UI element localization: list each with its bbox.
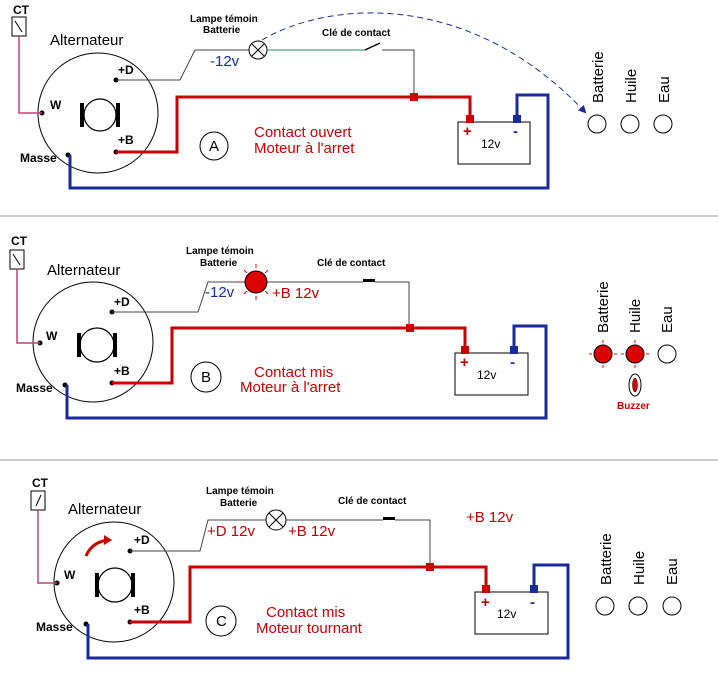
lamp-label-1: Lampe témoin [206, 486, 274, 497]
b-terminal-label: +B [114, 364, 130, 378]
badge-circle [190, 361, 222, 393]
lamp-label-1: Lampe témoin [186, 246, 254, 257]
status-line-2: Moteur à l'arret [254, 140, 355, 157]
svg-text:-: - [530, 594, 535, 611]
right-voltage: +B 12v [272, 285, 320, 302]
alternator-label: Alternateur [50, 32, 123, 49]
indicator-huile [620, 114, 640, 134]
alternator-label: Alternateur [68, 501, 141, 518]
status-line-1: Contact ouvert [254, 124, 352, 141]
ct-label: CT [11, 234, 28, 248]
indicator-label-eau: Eau [656, 76, 673, 103]
b-terminal-label: +B [134, 603, 150, 617]
key-switch-icon [383, 517, 395, 520]
right-voltage: +B 12v [288, 523, 336, 540]
left-voltage: -12v [210, 53, 240, 70]
indicator-batterie [589, 340, 617, 368]
indicator-label-eau: Eau [664, 558, 681, 585]
badge-letter: B [201, 369, 211, 386]
battery-label: 12v [481, 137, 500, 151]
badge-circle [199, 131, 229, 161]
key-label: Clé de contact [322, 28, 391, 39]
masse-label: Masse [20, 151, 57, 165]
lamp-label-2: Batterie [203, 25, 241, 36]
alternator-rotor [79, 327, 115, 363]
d-terminal-label: +D [134, 533, 150, 547]
ct-label: CT [13, 3, 30, 17]
battery [474, 591, 549, 635]
alternator-rotor [83, 98, 117, 132]
lamp-label-1: Lampe témoin [190, 14, 258, 25]
indicator-eau [662, 596, 682, 616]
indicator-label-batterie: Batterie [590, 51, 607, 103]
badge-circle [205, 605, 237, 637]
battery-label: 12v [477, 368, 496, 382]
w-terminal-label: W [46, 329, 58, 343]
key-label: Clé de contact [338, 496, 407, 507]
lamp-label-2: Batterie [200, 258, 238, 269]
svg-text:+: + [481, 594, 490, 611]
d-terminal-label: +D [114, 295, 130, 309]
battery [454, 352, 529, 396]
w-terminal-label: W [64, 568, 76, 582]
indicator-label-batterie: Batterie [598, 533, 615, 585]
left-voltage: -12v [205, 284, 235, 301]
extra-voltage: +B 12v [466, 509, 514, 526]
key-switch-icon [363, 279, 375, 282]
key-label: Clé de contact [317, 258, 386, 269]
d-terminal-label: +D [118, 63, 134, 77]
status-line-1: Contact mis [266, 604, 345, 621]
w-terminal-label: W [50, 98, 62, 112]
badge-letter: C [216, 613, 227, 630]
indicator-label-huile: Huile [623, 69, 640, 103]
panel-b: CT Alternateur W +D +B Masse Lampe tém [9, 234, 677, 420]
ct-label: CT [32, 476, 49, 490]
alternator-rotor [97, 567, 133, 603]
status-line-2: Moteur tournant [256, 620, 363, 637]
indicator-label-batterie: Batterie [595, 281, 612, 333]
indicator-label-huile: Huile [627, 299, 644, 333]
alternator-label: Alternateur [47, 262, 120, 279]
battery-label: 12v [497, 607, 516, 621]
indicator-batterie [595, 596, 615, 616]
masse-label: Masse [36, 620, 73, 634]
battery [457, 121, 531, 165]
buzzer-icon [628, 373, 642, 397]
panel-a: CT Alternateur W +D +B Masse Lampe témoi… [11, 3, 673, 190]
indicator-huile [621, 340, 649, 368]
svg-text:+: + [463, 123, 472, 140]
buzzer-label: Buzzer [617, 401, 650, 412]
indicator-huile [628, 596, 648, 616]
masse-label: Masse [16, 381, 53, 395]
indicator-label-huile: Huile [631, 551, 648, 585]
b-terminal-label: +B [118, 133, 134, 147]
status-line-2: Moteur à l'arret [240, 379, 341, 396]
indicator-eau [657, 344, 677, 364]
indicator-label-eau: Eau [659, 306, 676, 333]
left-voltage: +D 12v [207, 523, 255, 540]
indicator-eau [653, 114, 673, 134]
svg-text:-: - [513, 123, 518, 140]
key-switch-icon [364, 42, 381, 51]
svg-text:-: - [510, 354, 515, 371]
indicator-batterie [587, 114, 607, 134]
svg-text:+: + [460, 354, 469, 371]
panel-c: CT Alternateur W +D +B Masse Lampe témoi… [30, 476, 682, 660]
warning-lamp-icon [238, 264, 274, 300]
badge-letter: A [209, 138, 219, 155]
status-line-1: Contact mis [254, 364, 333, 381]
lamp-label-2: Batterie [220, 498, 258, 509]
